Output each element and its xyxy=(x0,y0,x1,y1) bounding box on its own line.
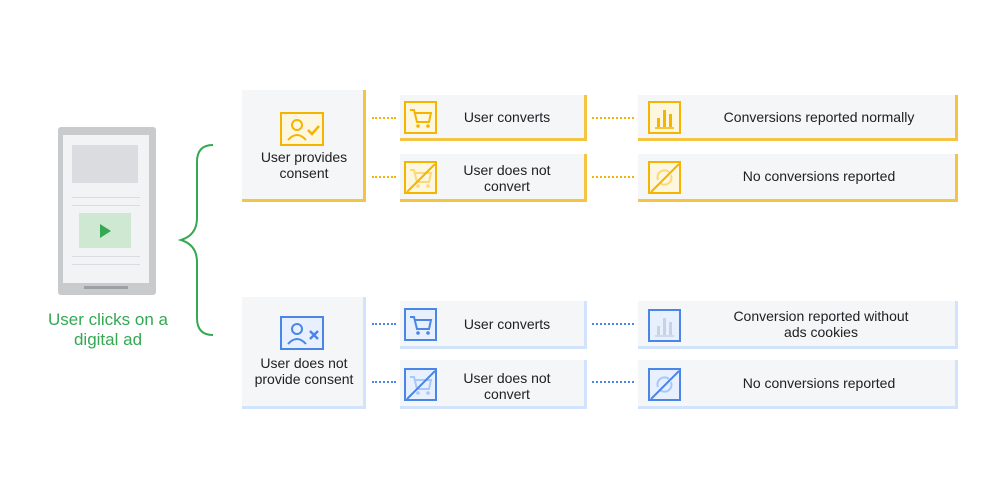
user-denied-icon xyxy=(280,316,324,350)
connector xyxy=(592,381,634,383)
connector xyxy=(592,117,634,119)
cart-crossed-icon xyxy=(404,368,437,401)
video-ad xyxy=(79,213,131,248)
result-cookieless-label: Conversion reported without ads cookies xyxy=(733,308,909,340)
phone-screen xyxy=(63,135,149,283)
no-sync-icon xyxy=(648,368,681,401)
no-sync-icon xyxy=(648,161,681,194)
connector xyxy=(372,117,396,119)
phone-illustration xyxy=(58,127,156,295)
shopping-cart-icon xyxy=(404,308,437,341)
result-reported-label: Conversions reported normally xyxy=(723,109,915,125)
phone-home-bar xyxy=(84,286,128,289)
result-cookieless-card: Conversion reported without ads cookies xyxy=(638,301,958,349)
bar-chart-faded-icon xyxy=(648,309,681,342)
bar-chart-icon xyxy=(648,101,681,134)
not-converts-label-b: User does not convert xyxy=(463,370,551,402)
play-icon xyxy=(100,224,111,238)
user-consent-icon xyxy=(280,112,324,146)
not-converts-card: User does not convert xyxy=(400,154,587,202)
shopping-cart-icon xyxy=(404,101,437,134)
no-consent-label: User does not provide consent xyxy=(254,355,354,387)
converts-label-b: User converts xyxy=(463,316,551,332)
text-line xyxy=(72,197,140,198)
text-line xyxy=(72,264,140,265)
result-none-card-b: No conversions reported xyxy=(638,360,958,409)
converts-label: User converts xyxy=(463,109,551,125)
connector xyxy=(592,176,634,178)
connector xyxy=(592,323,634,325)
result-none-label: No conversions reported xyxy=(742,168,896,184)
not-converts-card-b: User does not convert xyxy=(400,360,587,409)
result-none-label-b: No conversions reported xyxy=(742,375,896,391)
cart-crossed-icon xyxy=(404,161,437,194)
connector xyxy=(372,381,396,383)
converts-card: User converts xyxy=(400,95,587,141)
text-line xyxy=(72,256,140,257)
not-converts-label: User does not convert xyxy=(463,162,551,194)
result-reported-card: Conversions reported normally xyxy=(638,95,958,141)
no-consent-card: User does not provide consent xyxy=(242,297,366,409)
result-none-card: No conversions reported xyxy=(638,154,958,202)
consent-card: User provides consent xyxy=(242,90,366,202)
consent-label: User provides consent xyxy=(260,149,348,181)
connector xyxy=(372,323,396,325)
text-line xyxy=(72,205,140,206)
branch-brace xyxy=(177,144,214,336)
connector xyxy=(372,176,396,178)
phone-caption: User clicks on a digital ad xyxy=(48,310,168,349)
image-placeholder xyxy=(72,145,138,183)
converts-card-b: User converts xyxy=(400,301,587,349)
